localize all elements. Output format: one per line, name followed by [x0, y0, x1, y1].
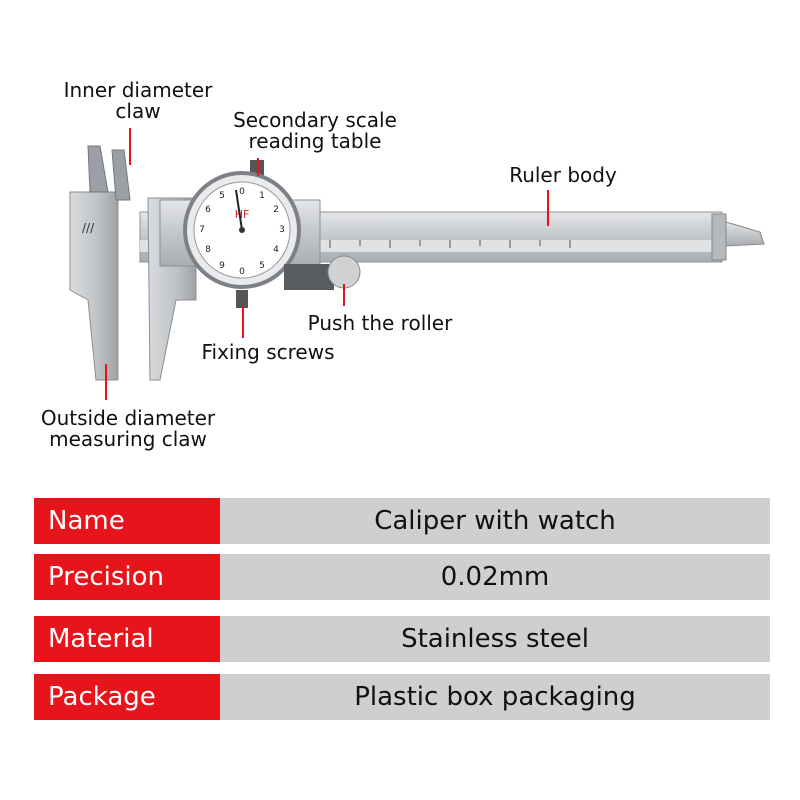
- callout-fixing-screws: Fixing screws: [201, 340, 335, 364]
- callout-outside-claw: Outside diameter measuring claw: [40, 406, 216, 451]
- svg-text:1: 1: [259, 191, 265, 201]
- callout-push-roller: Push the roller: [307, 311, 453, 335]
- spec-row-name: Name Caliper with watch: [34, 498, 770, 544]
- outside-diameter-claw: ///: [69, 145, 119, 381]
- roller: [284, 255, 361, 290]
- svg-text:6: 6: [205, 205, 211, 215]
- callout-inner-claw: Inner diameter claw: [63, 78, 213, 123]
- spec-label: Material: [34, 616, 220, 662]
- svg-text:7: 7: [199, 225, 205, 235]
- callout-secondary-scale: Secondary scale reading table: [233, 108, 397, 153]
- spec-label: Package: [34, 674, 220, 720]
- spec-row-precision: Precision 0.02mm: [34, 554, 770, 600]
- spec-label: Precision: [34, 554, 220, 600]
- spec-value: Stainless steel: [220, 616, 770, 662]
- svg-text:9: 9: [219, 261, 225, 271]
- callout-leaders: [105, 128, 549, 400]
- svg-text:4: 4: [273, 245, 279, 255]
- svg-text:5: 5: [219, 191, 225, 201]
- svg-text:0: 0: [239, 267, 245, 277]
- svg-text:3: 3: [279, 225, 285, 235]
- spec-value: Caliper with watch: [220, 498, 770, 544]
- spec-row-package: Package Plastic box packaging: [34, 674, 770, 720]
- spec-value: Plastic box packaging: [220, 674, 770, 720]
- callout-ruler-body: Ruler body: [509, 163, 617, 187]
- spec-row-material: Material Stainless steel: [34, 616, 770, 662]
- svg-text:8: 8: [205, 245, 211, 255]
- svg-text:///: ///: [82, 221, 95, 235]
- spec-label: Name: [34, 498, 220, 544]
- svg-text:0: 0: [239, 187, 245, 197]
- spec-value: 0.02mm: [220, 554, 770, 600]
- svg-text:5: 5: [259, 261, 265, 271]
- svg-text:2: 2: [273, 205, 279, 215]
- svg-text:HF: HF: [235, 208, 250, 221]
